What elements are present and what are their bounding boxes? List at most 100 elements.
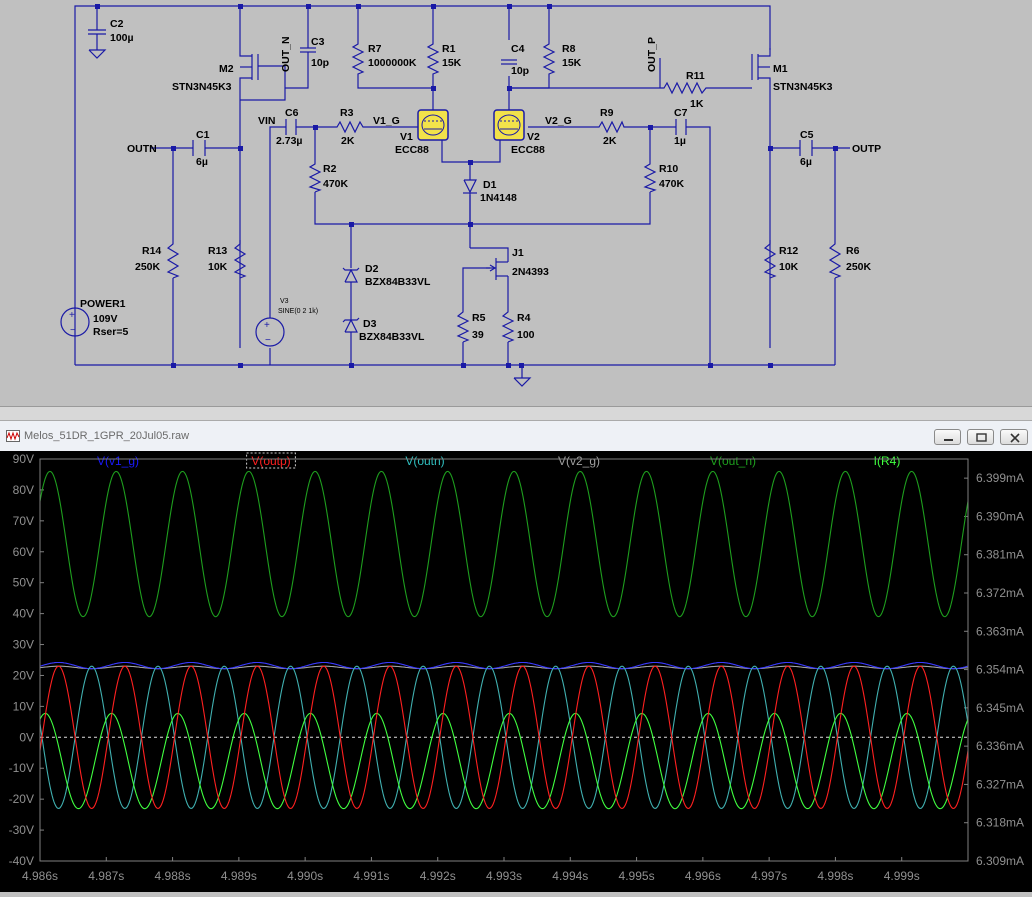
label-c2: C2 — [110, 18, 124, 30]
diode-d3 — [342, 317, 360, 333]
trace-legend[interactable]: V(v1_g) V(outp) V(outn) V(v2_g) V(out_n) I(R4… — [97, 452, 901, 469]
label-d2: D2 — [365, 263, 379, 275]
label-r12: R12 — [779, 245, 798, 257]
label-c5: C5 — [800, 129, 814, 141]
waveform-chart[interactable]: V(v1_g) V(outp) V(outn) V(v2_g) V(out_n) I(R4… — [0, 451, 1032, 892]
label-v2: V2 — [527, 131, 540, 143]
label-c1: C1 — [196, 129, 210, 141]
resistor-r4 — [501, 308, 515, 343]
pane-divider[interactable] — [0, 406, 1032, 421]
label-d3: D3 — [363, 318, 377, 330]
value-r1: 15K — [442, 57, 462, 69]
resistor-r3 — [333, 120, 365, 134]
value-r10: 470K — [659, 178, 685, 190]
minimize-icon — [944, 439, 953, 441]
capacitor-c1 — [192, 140, 206, 156]
component-labels: C2 100µ M2 STN3N45K3 OUT_N C3 10p R7 100… — [80, 18, 881, 343]
capacitor-c2 — [88, 29, 107, 59]
jfet-j1 — [486, 258, 508, 280]
mosfet-m2 — [239, 48, 259, 84]
label-v3: V3 — [280, 298, 289, 305]
window-titlebar[interactable]: Melos_51DR_1GPR_20Jul05.raw — [0, 421, 1032, 451]
waveform-window[interactable]: Melos_51DR_1GPR_20Jul05.raw V(v1_g) V(out… — [0, 420, 1032, 892]
label-r5: R5 — [472, 312, 486, 324]
label-m2: M2 — [219, 63, 234, 75]
legend-i-r4[interactable]: I(R4) — [874, 454, 901, 468]
capacitor-c3 — [300, 47, 316, 66]
wires — [74, 5, 850, 378]
diodes — [342, 179, 477, 333]
close-button[interactable] — [1000, 429, 1028, 445]
x-tick-label: 4.991s — [353, 869, 389, 883]
legend-selected-box — [246, 452, 296, 469]
legend-v-outn[interactable]: V(outn) — [405, 454, 444, 468]
y-right-tick-label: 6.336mA — [976, 739, 1024, 753]
legend-v-out-n[interactable]: V(out_n) — [710, 454, 756, 468]
value-r4: 100 — [517, 329, 535, 341]
value-r14: 250K — [135, 261, 161, 273]
resistor-r7 — [351, 40, 365, 76]
value-r5: 39 — [472, 329, 484, 341]
rser-power1: Rser=5 — [93, 326, 128, 338]
y-left-tick-label: -40V — [9, 854, 34, 868]
label-m1: M1 — [773, 63, 788, 75]
value-c5: 6µ — [800, 156, 812, 168]
net-v1-g: V1_G — [373, 115, 400, 127]
value-c2: 100µ — [110, 32, 134, 44]
minimize-button[interactable] — [934, 429, 961, 445]
svg-text:−: − — [70, 325, 76, 336]
x-tick-label: 4.997s — [751, 869, 787, 883]
source-v3 — [255, 317, 285, 347]
label-r9: R9 — [600, 107, 614, 119]
y-left-tick-label: 80V — [13, 483, 34, 497]
value-r13: 10K — [208, 261, 228, 273]
part-j1: 2N4393 — [512, 266, 549, 278]
restore-button[interactable] — [967, 429, 994, 445]
net-vin: VIN — [258, 115, 276, 127]
schematic-canvas[interactable]: + − + − C2 100µ M2 STN3N45K3 OUT_N C3 10… — [0, 0, 1032, 406]
y-left-tick-label: -20V — [9, 792, 34, 806]
y-right-tick-label: 6.309mA — [976, 854, 1024, 868]
value-r11: 1K — [690, 98, 704, 110]
trace-v-v1-g — [39, 661, 969, 670]
waveform-viewer-icon — [6, 430, 20, 442]
svg-text:−: − — [265, 335, 271, 346]
legend-v-v1-g[interactable]: V(v1_g) — [97, 454, 139, 468]
x-tick-label: 4.990s — [287, 869, 323, 883]
junctions — [95, 4, 838, 368]
trace-i-r4 — [39, 712, 969, 810]
x-tick-label: 4.999s — [884, 869, 920, 883]
label-c7: C7 — [674, 107, 688, 119]
y-left-tick-label: 0V — [19, 730, 34, 744]
value-c4: 10p — [511, 65, 529, 77]
schematic-svg[interactable]: + − + − C2 100µ M2 STN3N45K3 OUT_N C3 10… — [0, 0, 1032, 406]
capacitor-c7 — [675, 119, 687, 135]
y-left-tick-label: 30V — [13, 638, 34, 652]
net-outp: OUTP — [852, 143, 881, 155]
label-c6: C6 — [285, 107, 299, 119]
source-labels: V3 SINE(0 2 1k) — [278, 298, 318, 315]
x-tick-label: 4.992s — [420, 869, 456, 883]
value-c6: 2.73µ — [276, 135, 303, 147]
resistor-r13 — [233, 240, 247, 279]
value-r3: 2K — [341, 135, 355, 147]
legend-v-v2-g[interactable]: V(v2_g) — [558, 454, 600, 468]
resistor-r11 — [660, 81, 720, 95]
waveform-plot-area[interactable]: V(v1_g) V(outp) V(outn) V(v2_g) V(out_n) I(R4… — [0, 451, 1032, 892]
value-v3: SINE(0 2 1k) — [278, 308, 318, 315]
label-r13: R13 — [208, 245, 227, 257]
part-d1: 1N4148 — [480, 192, 517, 204]
label-c3: C3 — [311, 36, 325, 48]
vacuum-tubes — [417, 109, 525, 141]
legend-v-outp[interactable]: V(outp) — [251, 454, 290, 468]
value-c3: 10p — [311, 57, 329, 69]
part-d2: BZX84B33VL — [365, 276, 431, 288]
net-outn: OUTN — [127, 143, 157, 155]
value-r12: 10K — [779, 261, 799, 273]
x-tick-label: 4.998s — [817, 869, 853, 883]
mosfet-m1 — [751, 48, 771, 84]
x-tick-label: 4.993s — [486, 869, 522, 883]
y-right-tick-label: 6.399mA — [976, 471, 1024, 485]
value-c1: 6µ — [196, 156, 208, 168]
